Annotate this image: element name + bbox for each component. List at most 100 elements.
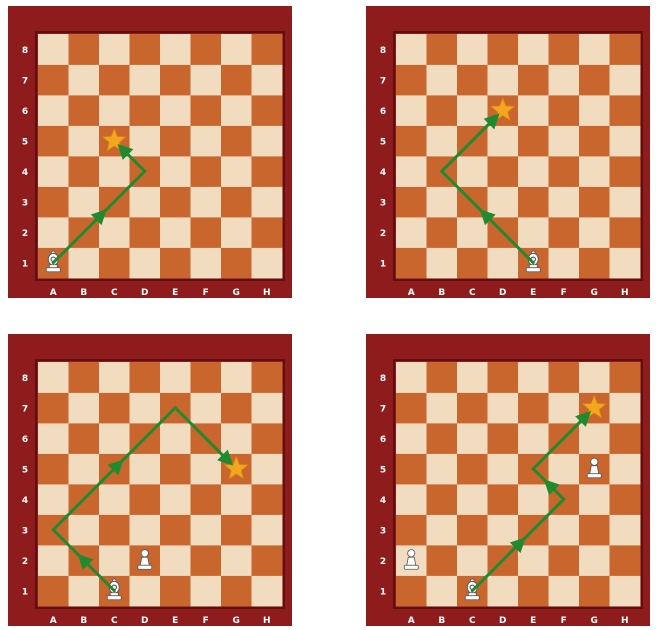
square-a5 [396,126,427,157]
square-d7 [130,393,161,424]
square-g3 [221,187,252,218]
square-g6 [221,423,252,454]
square-b3 [427,515,458,546]
square-e2 [160,217,191,248]
square-f7 [191,393,222,424]
rank-label: 5 [22,465,28,475]
square-b5 [427,454,458,485]
square-f4 [191,156,222,187]
chess-board-svg: 12345678ABCDEFGH [366,334,650,626]
square-g8 [221,362,252,393]
square-e8 [518,34,549,65]
square-h1 [252,576,283,607]
path-arrowhead [496,117,497,118]
square-f1 [549,576,580,607]
rank-label: 4 [380,168,386,178]
square-d1 [130,576,161,607]
square-d1 [130,248,161,279]
rank-label: 2 [380,557,386,567]
square-a1 [396,576,427,607]
square-c6 [457,95,488,126]
square-e4 [518,484,549,515]
square-h8 [610,362,641,393]
square-f7 [549,393,580,424]
square-e6 [160,423,191,454]
rank-label: 7 [380,404,386,414]
square-a7 [38,393,69,424]
square-g7 [221,65,252,96]
square-d2 [130,217,161,248]
square-a2 [396,217,427,248]
rank-label: 3 [22,526,28,536]
path-arrowhead [121,147,122,148]
file-label: A [50,288,57,298]
file-label: D [141,616,148,626]
rank-label: 4 [380,496,386,506]
square-g5 [579,126,610,157]
square-g3 [579,515,610,546]
square-a8 [396,362,427,393]
file-label: H [263,288,271,298]
file-label: C [111,288,118,298]
file-label: H [621,288,629,298]
square-b1 [427,248,458,279]
square-b3 [427,187,458,218]
square-b7 [69,393,100,424]
square-g4 [221,156,252,187]
square-c8 [99,362,130,393]
square-g1 [221,576,252,607]
square-f6 [191,95,222,126]
square-f3 [191,515,222,546]
square-e3 [518,187,549,218]
square-e3 [160,515,191,546]
square-a8 [38,34,69,65]
square-e5 [518,126,549,157]
square-e2 [160,545,191,576]
square-a3 [396,515,427,546]
square-h2 [252,217,283,248]
rank-label: 5 [380,465,386,475]
square-f2 [549,217,580,248]
rank-label: 1 [380,587,386,597]
path-arrowhead [522,540,523,541]
square-a6 [396,423,427,454]
square-h6 [252,95,283,126]
square-e2 [518,545,549,576]
rank-label: 6 [380,435,386,445]
square-b4 [427,484,458,515]
square-g1 [579,248,610,279]
path-arrowhead [587,414,588,415]
square-f1 [549,248,580,279]
square-c8 [99,34,130,65]
square-h2 [610,545,641,576]
square-g6 [221,95,252,126]
square-d1 [488,248,519,279]
square-f8 [191,34,222,65]
file-label: D [499,288,506,298]
square-f8 [549,362,580,393]
square-c4 [457,156,488,187]
rank-label: 8 [22,374,28,384]
board-squares [396,362,640,606]
square-g3 [579,187,610,218]
square-b8 [69,362,100,393]
square-g4 [579,484,610,515]
square-h6 [610,95,641,126]
rank-label: 2 [22,229,28,239]
square-e6 [160,95,191,126]
square-f2 [191,545,222,576]
file-label: F [561,288,567,298]
file-label: A [408,616,415,626]
square-f5 [549,126,580,157]
square-e7 [518,393,549,424]
square-a3 [38,187,69,218]
square-b3 [69,515,100,546]
board-bottom-left: 12345678ABCDEFGH [8,334,292,626]
square-c8 [457,362,488,393]
square-a3 [396,187,427,218]
square-h4 [252,484,283,515]
square-c5 [457,454,488,485]
square-a8 [38,362,69,393]
